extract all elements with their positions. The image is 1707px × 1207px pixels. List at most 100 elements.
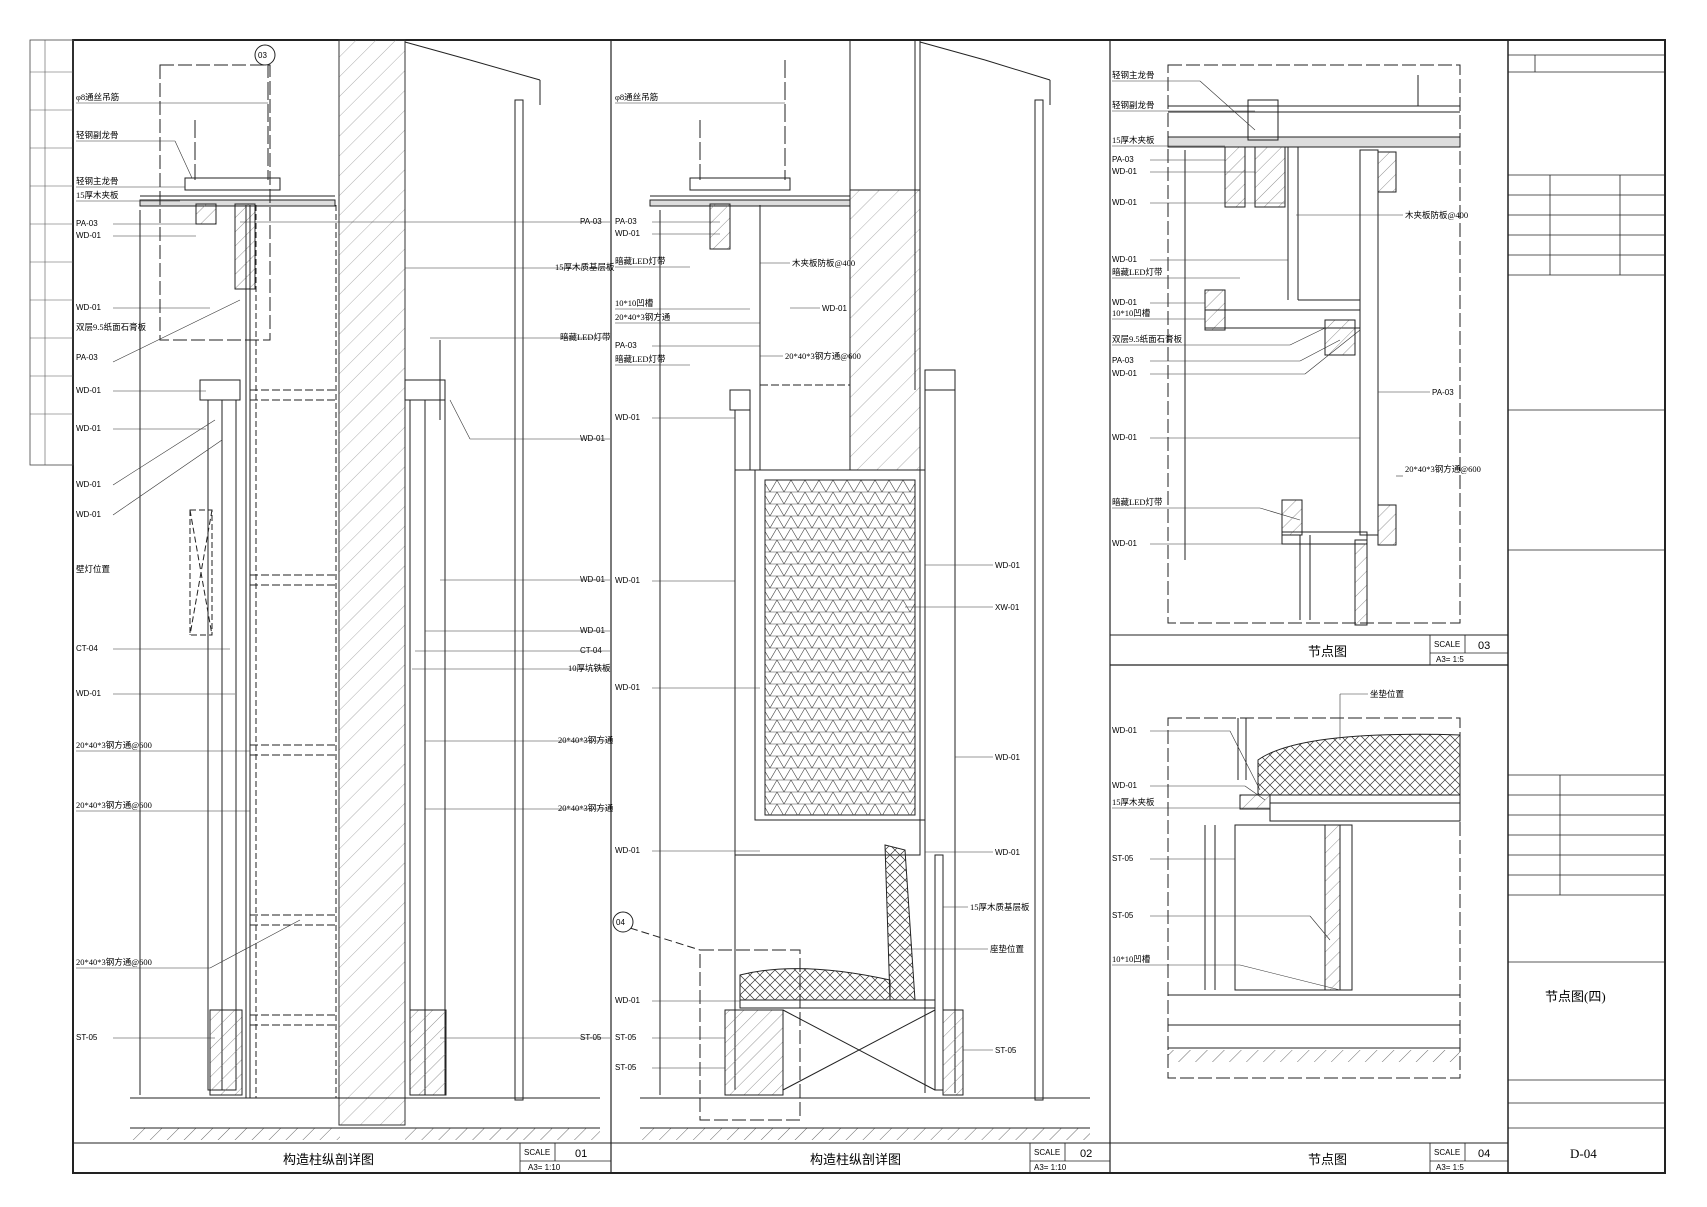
panel-04-leaders-right (1339, 693, 1368, 740)
panel-04-scale-label: SCALE (1434, 1148, 1460, 1157)
tag: WD-01 (1112, 369, 1137, 378)
label: 轻钢主龙骨 (76, 176, 119, 186)
left-margin-grid (30, 40, 73, 465)
tag: ST-05 (615, 1033, 637, 1042)
panel-04-scale-number: 04 (1478, 1148, 1490, 1160)
label: 20*40*3钢方通@600 (76, 957, 152, 967)
tag: WD-01 (615, 576, 640, 585)
left-margin-table (29, 39, 74, 466)
tag: WD-01 (1112, 167, 1137, 176)
panel-01-leaders-right (240, 221, 610, 1039)
panel-04-leaders-left (1112, 730, 1341, 991)
panel-03-labels-right: 木夹板防板@400 PA-03 20*40*3钢方通@600 (1405, 210, 1481, 474)
panel-03-scale-number: 03 (1478, 640, 1490, 652)
label: 双层9.5纸面石膏板 (76, 322, 147, 332)
label: 轻钢副龙骨 (76, 130, 119, 140)
label: 10*10凹槽 (1112, 954, 1151, 964)
label: 木夹板防板@400 (1405, 210, 1468, 220)
panel-03-title: 节点图 (1308, 644, 1347, 659)
panel-03-labels-left: 轻钢主龙骨 轻钢副龙骨 15厚木夹板 PA-03 WD-01 WD-01 WD-… (1112, 70, 1183, 548)
tag: PA-03 (580, 217, 602, 226)
drawing-number: D-04 (1570, 1146, 1597, 1161)
label: 15厚木夹板 (76, 190, 119, 200)
label: 暗藏LED灯带 (615, 354, 666, 364)
panel-03-scale-ratio: A3= 1:5 (1436, 655, 1464, 664)
tag: WD-01 (76, 480, 101, 489)
tag: ST-05 (615, 1063, 637, 1072)
label: 20*40*3钢方通 (615, 312, 671, 322)
label: 20*40*3钢方通 (558, 735, 614, 745)
tag: XW-01 (995, 603, 1020, 612)
tag: PA-03 (76, 353, 98, 362)
panel-01-scale-ratio: A3= 1:10 (528, 1163, 561, 1172)
panel-01-labels-right: PA-03 15厚木质基层板 暗藏LED灯带 WD-01 WD-01 WD-01… (555, 217, 615, 1042)
label: 暗藏LED灯带 (560, 332, 611, 342)
panel-02-scale-label: SCALE (1034, 1148, 1060, 1157)
tag: WD-01 (615, 683, 640, 692)
tag: WD-01 (580, 626, 605, 635)
panel-02-scale-ratio: A3= 1:10 (1034, 1163, 1067, 1172)
panel-02-labels-right: 木夹板防板@400 WD-01 20*40*3钢方通@600 WD-01 XW-… (785, 258, 1030, 1055)
tag: WD-01 (615, 413, 640, 422)
panel-01-leaders-left (76, 102, 301, 1039)
tag: ST-05 (1112, 911, 1134, 920)
tag: WD-01 (580, 575, 605, 584)
tag: PA-03 (1112, 356, 1134, 365)
tag: WD-01 (76, 510, 101, 519)
tag: PA-03 (1432, 388, 1454, 397)
tag: WD-01 (822, 304, 847, 313)
label: 轻钢副龙骨 (1112, 100, 1155, 110)
tag: WD-01 (1112, 539, 1137, 548)
panel-02-leaders-right (760, 262, 993, 1051)
label: 20*40*3钢方通@600 (1405, 464, 1481, 474)
label: 壁灯位置 (76, 564, 111, 574)
label: 15厚木夹板 (1112, 135, 1155, 145)
drawing-name: 节点图(四) (1545, 989, 1606, 1004)
label: 20*40*3钢方通@600 (785, 351, 861, 361)
panel-01-drawing (130, 39, 600, 1140)
tag: WD-01 (76, 689, 101, 698)
panel-04-scale-ratio: A3= 1:5 (1436, 1163, 1464, 1172)
label: 20*40*3钢方通 (558, 803, 614, 813)
panel-04-labels-right: 坐垫位置 (1370, 689, 1405, 699)
tag: WD-01 (995, 561, 1020, 570)
panel-01-scale-label: SCALE (524, 1148, 550, 1157)
panel-03-leaders-right (1296, 214, 1430, 477)
panel-03-scale-label: SCALE (1434, 640, 1460, 649)
tag: CT-04 (580, 646, 602, 655)
title-block (1508, 54, 1665, 1129)
tag: WD-01 (1112, 433, 1137, 442)
tag: WD-01 (580, 434, 605, 443)
label: 20*40*3钢方通@600 (76, 740, 152, 750)
tag: ST-05 (995, 1046, 1017, 1055)
label: 10*10凹槽 (1112, 308, 1151, 318)
tag: ST-05 (76, 1033, 98, 1042)
panel-02-scale-number: 02 (1080, 1148, 1092, 1160)
panel-04-title: 节点图 (1308, 1152, 1347, 1167)
tag: WD-01 (76, 303, 101, 312)
label: 20*40*3钢方通@600 (76, 800, 152, 810)
label: 10厚坑铁板 (568, 663, 611, 673)
tag: ST-05 (580, 1033, 602, 1042)
label: φ8通丝吊筋 (615, 92, 658, 102)
tag: WD-01 (995, 848, 1020, 857)
label: 木夹板防板@400 (792, 258, 855, 268)
tag: WD-01 (76, 424, 101, 433)
tag: WD-01 (76, 231, 101, 240)
tag: PA-03 (1112, 155, 1134, 164)
panel-01-labels-left: φ8通丝吊筋 轻钢副龙骨 轻钢主龙骨 15厚木夹板 PA-03 WD-01 WD… (76, 92, 152, 1042)
tag: PA-03 (615, 341, 637, 350)
label: 暗藏LED灯带 (1112, 267, 1163, 277)
callout-04: 04 (616, 918, 625, 927)
panel-02-drawing (612, 39, 1090, 1140)
label: φ8通丝吊筋 (76, 92, 119, 102)
tag: WD-01 (76, 386, 101, 395)
panel-03-leaders-left (1112, 80, 1361, 545)
tag: ST-05 (1112, 854, 1134, 863)
label: 轻钢主龙骨 (1112, 70, 1155, 80)
label: 坐垫位置 (1370, 689, 1405, 699)
tag: PA-03 (615, 217, 637, 226)
panel-02-title: 构造柱纵剖详图 (810, 1152, 901, 1167)
panel-04-labels-left: WD-01 WD-01 15厚木夹板 ST-05 ST-05 10*10凹槽 (1112, 726, 1155, 964)
